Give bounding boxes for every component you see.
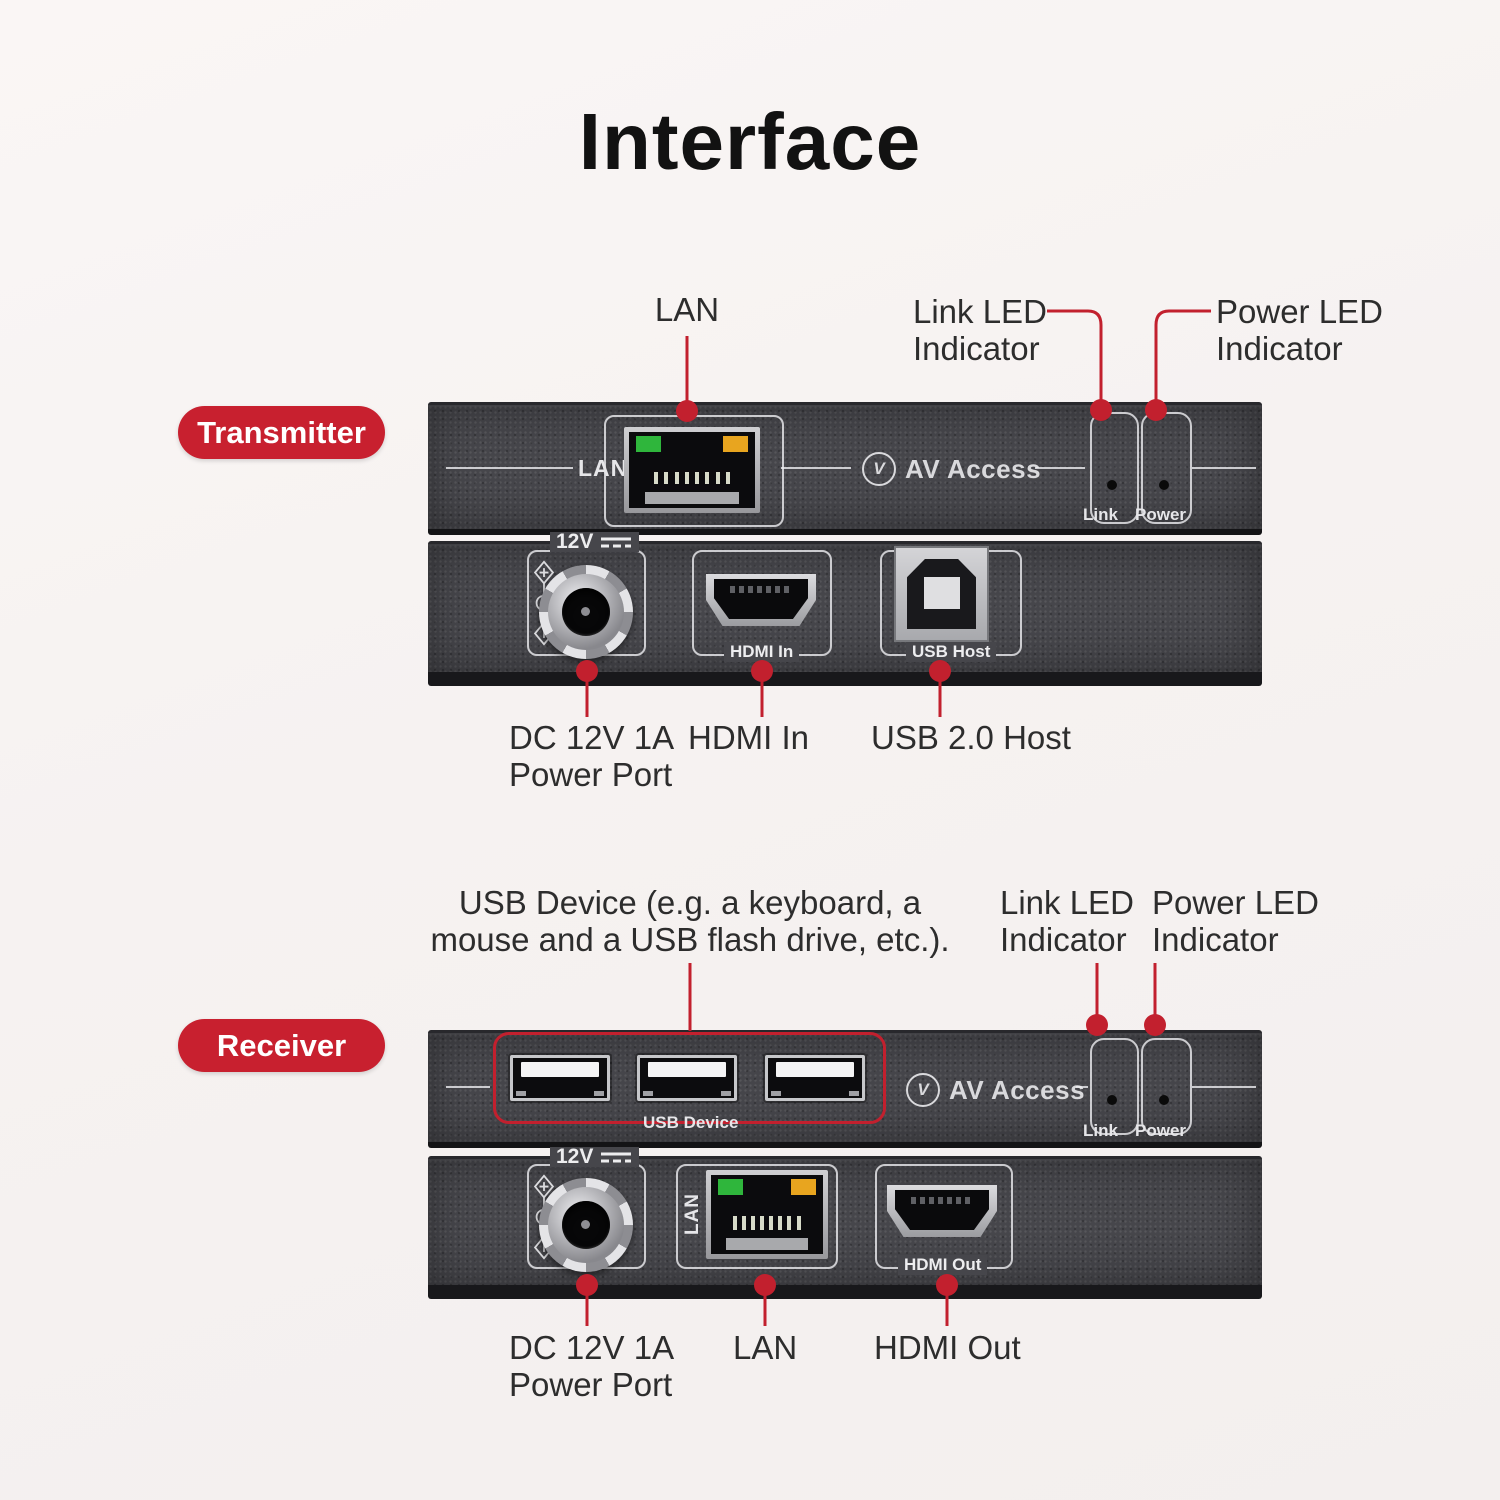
panel-line <box>1035 467 1085 469</box>
av-access-logo-icon: V <box>906 1073 940 1107</box>
rx-usb-port-3 <box>765 1055 865 1101</box>
tx-hdmi-in-port <box>706 574 816 626</box>
rx-power-label: Power <box>1135 1121 1187 1140</box>
rx-lan-port-label: LAN <box>682 1192 704 1236</box>
tx-12v-label: 12V <box>550 531 640 552</box>
rx-link-label: Link <box>1083 1121 1118 1140</box>
callout-rx-lan: LAN <box>733 1329 798 1366</box>
rx-dc-power-jack <box>539 1178 633 1272</box>
tx-power-leader-line <box>1154 309 1211 402</box>
rx-link-led-box <box>1090 1038 1139 1135</box>
lan-amber-led <box>791 1179 816 1195</box>
tx-lan-port-label: LAN <box>578 455 629 481</box>
rx-hdmi-out-port <box>887 1185 997 1237</box>
lan-green-led <box>636 436 661 452</box>
callout-tx-usb-host: USB 2.0 Host <box>871 719 1071 756</box>
tx-dc-power-jack <box>539 565 633 659</box>
callout-tx-dc: DC 12V 1A Power Port <box>509 719 675 793</box>
dc-symbol-icon <box>601 537 632 548</box>
transmitter-front-panel: 12V HDMI In <box>428 531 1262 686</box>
panel-line <box>781 467 851 469</box>
rx-link-led <box>1107 1095 1117 1105</box>
tx-usb-host-port <box>894 546 989 642</box>
rx-usb-port-2 <box>637 1055 737 1101</box>
callout-rx-power-led: Power LED Indicator <box>1152 884 1319 958</box>
usb-device-highlight-box <box>493 1032 886 1124</box>
callout-tx-hdmi-in: HDMI In <box>688 719 810 756</box>
callout-rx-dc: DC 12V 1A Power Port <box>509 1329 675 1403</box>
panel-line <box>1192 1086 1256 1088</box>
transmitter-badge: Transmitter <box>178 406 385 459</box>
page-title: Interface <box>578 97 922 186</box>
callout-rx-hdmi-out: HDMI Out <box>874 1329 1021 1366</box>
tx-lan-port <box>624 427 760 513</box>
brand-text: AV Access <box>905 453 1042 484</box>
callout-tx-link-led: Link LED Indicator <box>913 293 1047 367</box>
panel-line <box>1076 1086 1088 1088</box>
tx-hdmi-in-label: HDMI In <box>724 642 800 662</box>
rx-hdmi-out-label: HDMI Out <box>898 1255 988 1275</box>
tx-link-leader-line <box>1047 309 1103 402</box>
tx-power-label: Power <box>1135 505 1187 524</box>
rx-lan-outline <box>676 1164 838 1269</box>
rx-brand-logo: V AV Access <box>906 1073 1085 1107</box>
callout-tx-power-led: Power LED Indicator <box>1216 293 1383 367</box>
receiver-front-panel: 12V LAN <box>428 1146 1262 1299</box>
transmitter-rear-panel: LAN V AV Access Link Power <box>428 402 1262 535</box>
tx-link-label: Link <box>1083 505 1118 524</box>
rx-usb-device-label: USB Device <box>643 1113 739 1132</box>
panel-line <box>446 467 573 469</box>
rx-power-led <box>1159 1095 1169 1105</box>
dc-symbol-icon <box>601 1152 632 1163</box>
av-access-logo-icon: V <box>862 452 896 486</box>
rx-usb-port-1 <box>510 1055 610 1101</box>
callout-tx-lan: LAN <box>654 291 720 328</box>
tx-brand-logo: V AV Access <box>862 452 1041 486</box>
rx-12v-label: 12V <box>550 1146 640 1167</box>
tx-link-led <box>1107 480 1117 490</box>
tx-power-led <box>1159 480 1169 490</box>
receiver-badge: Receiver <box>178 1019 385 1072</box>
tx-usb-host-label: USB Host <box>906 642 997 662</box>
callout-rx-usb-device: USB Device (e.g. a keyboard, a mouse and… <box>430 884 950 958</box>
panel-line <box>446 1086 490 1088</box>
tx-link-led-box <box>1090 412 1139 524</box>
brand-text: AV Access <box>949 1074 1086 1105</box>
lan-amber-led <box>723 436 748 452</box>
callout-rx-link-led: Link LED Indicator <box>1000 884 1134 958</box>
rx-power-led-box <box>1141 1038 1192 1135</box>
receiver-rear-panel: USB Device V AV Access Link Power <box>428 1030 1262 1148</box>
lan-green-led <box>718 1179 743 1195</box>
rx-lan-port <box>706 1170 828 1259</box>
panel-line <box>1192 467 1256 469</box>
